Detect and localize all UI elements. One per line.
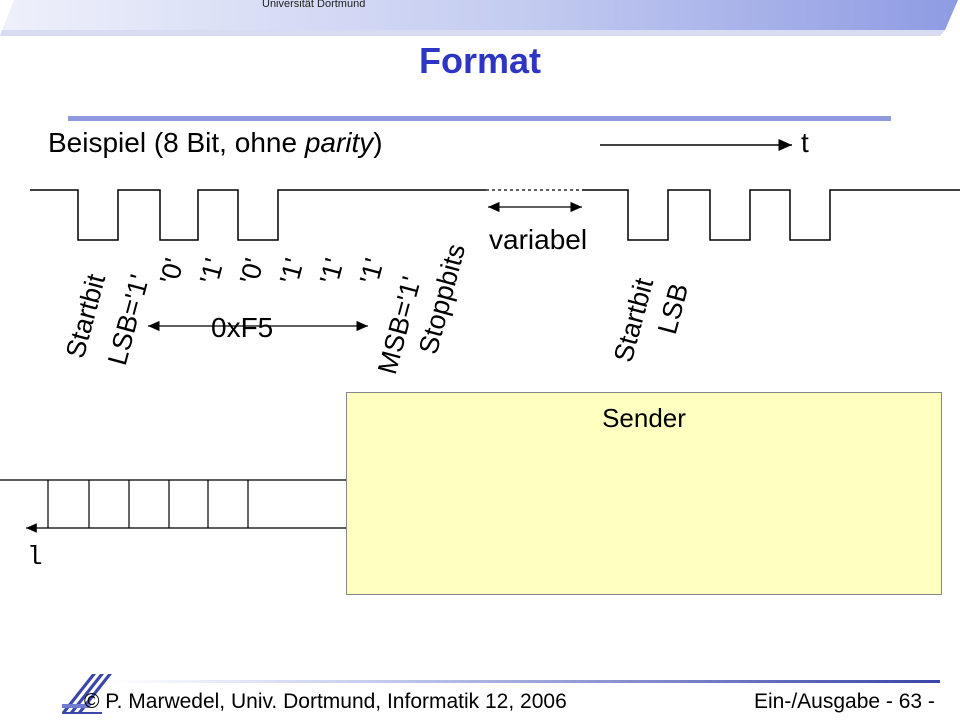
university-logo-icon: [62, 674, 112, 714]
title-underline: [68, 116, 891, 121]
register-output-char: l: [27, 542, 43, 572]
byte-value-label: 0xF5: [211, 312, 274, 343]
university-label: Universität Dortmund: [262, 0, 366, 10]
waveform-frame-1: [30, 189, 486, 241]
footer-decoration: [62, 674, 940, 714]
sender-box: Sender: [346, 392, 942, 595]
page-number: Ein-/Ausgabe - 63 -: [754, 690, 935, 713]
time-label: t: [801, 127, 809, 158]
footer-copyright: © P. Marwedel, Univ. Dortmund, Informati…: [84, 690, 567, 713]
variable-label: variabel: [489, 224, 588, 255]
waveform-frame-2: [582, 189, 960, 241]
sender-label: Sender: [602, 403, 686, 433]
example-subtitle: Beispiel (8 Bit, ohne parity): [48, 127, 383, 158]
page-title: Format: [418, 40, 541, 81]
top-banner: [0, 0, 958, 36]
